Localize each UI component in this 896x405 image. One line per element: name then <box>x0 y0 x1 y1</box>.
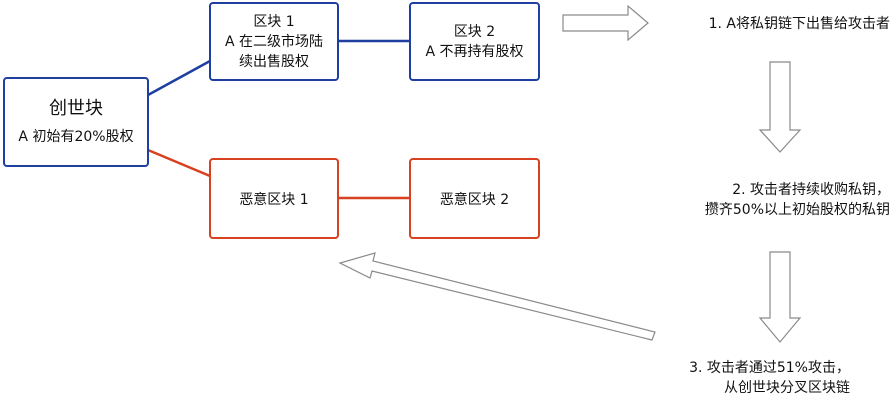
malicious-block-2: 恶意区块 2 <box>409 158 540 239</box>
step-3-text: 3. 攻击者通过51%攻击， 从创世块分叉区块链 <box>640 358 850 398</box>
step-1-line: 1. A将私钥链下出售给攻击者 <box>708 16 890 32</box>
block-2-text: A 不再持有股权 <box>425 43 524 60</box>
malicious-block-2-label: 恶意区块 2 <box>439 191 510 208</box>
malicious-block-1: 恶意区块 1 <box>209 158 339 239</box>
block-1-text: A 在二级市场陆 <box>224 33 324 50</box>
block-1-text: 续出售股权 <box>239 53 309 70</box>
down-arrow-icon <box>758 251 802 343</box>
step-2-text: 2. 攻击者持续收购私钥， 攒齐50%以上初始股权的私钥 <box>640 180 890 220</box>
genesis-block: 创世块 A 初始有20%股权 <box>3 77 149 167</box>
block-1-title: 区块 1 <box>253 13 295 30</box>
step-1-text: 1. A将私钥链下出售给攻击者 <box>640 14 890 34</box>
down-arrow-icon <box>758 61 802 153</box>
step-3-line: 从创世块分叉区块链 <box>724 380 850 396</box>
step-2-line: 攒齐50%以上初始股权的私钥 <box>704 202 890 218</box>
genesis-block-subtitle: A 初始有20%股权 <box>18 129 134 145</box>
genesis-to-malicious1-link <box>147 148 211 178</box>
block-2-title: 区块 2 <box>453 23 496 40</box>
genesis-block-title: 创世块 <box>49 98 103 119</box>
malicious-block-1-label: 恶意区块 1 <box>239 191 309 208</box>
right-arrow-icon <box>562 4 649 42</box>
diagonal-back-arrow-icon <box>338 252 656 341</box>
block-1: 区块 1 A 在二级市场陆 续出售股权 <box>209 2 339 81</box>
genesis-to-block1-link <box>147 59 211 97</box>
block-2: 区块 2 A 不再持有股权 <box>409 2 540 81</box>
step-3-line: 3. 攻击者通过51%攻击， <box>689 360 850 376</box>
step-2-line: 2. 攻击者持续收购私钥， <box>732 182 890 198</box>
